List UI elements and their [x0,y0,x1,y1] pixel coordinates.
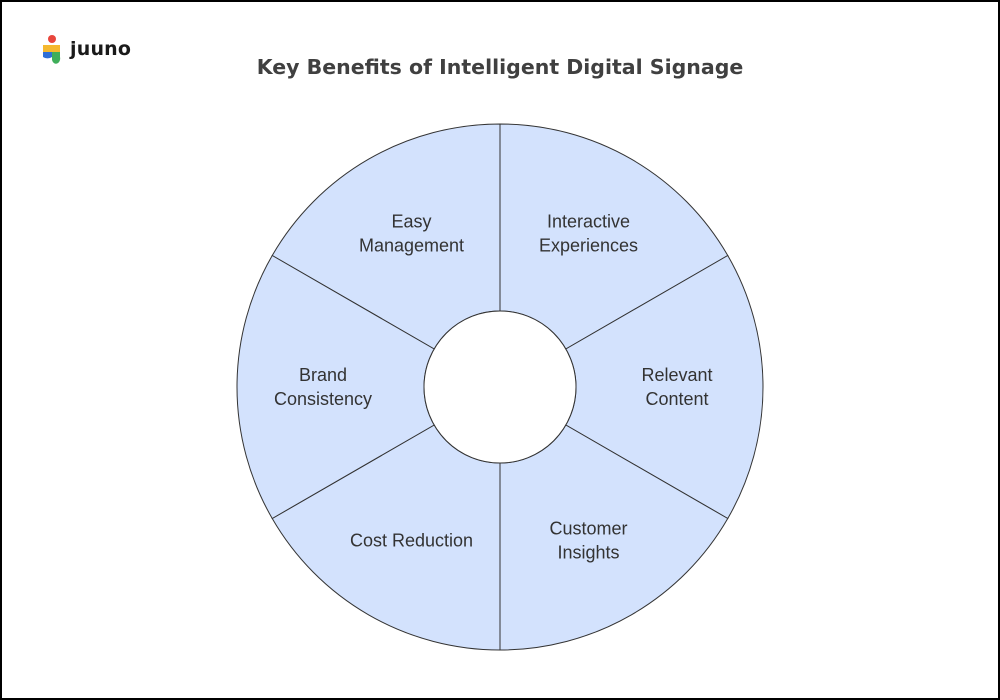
diagram-title: Key Benefits of Intelligent Digital Sign… [256,55,744,79]
segment-label-line: Consistency [274,389,372,409]
segment-label-line: Content [645,389,708,409]
center-circle [423,310,577,464]
segment-label-line: Cost Reduction [350,530,473,550]
segment-label-line: Insights [557,542,619,562]
segment-label-line: Management [359,236,464,256]
segment-label-line: Experiences [539,236,638,256]
segment-label-line: Customer [549,518,627,538]
juuno-logo: juuno [40,34,131,64]
segment-label-line: Easy [391,212,431,232]
segment-label-line: Brand [299,365,347,385]
segment-label-line: Interactive [547,212,630,232]
segment-label-line: Relevant [641,365,712,385]
logo-wordmark: juuno [70,38,132,60]
segment-label-cost-reduction: Cost Reduction [350,530,473,550]
juuno-logo-icon [43,35,61,64]
